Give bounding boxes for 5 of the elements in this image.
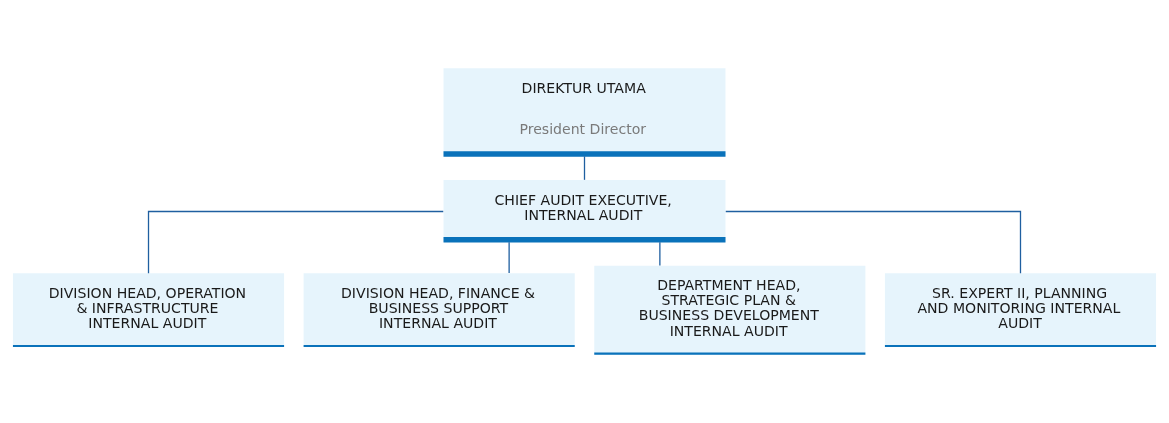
- connector: [583, 155, 586, 181]
- connector: [659, 241, 661, 267]
- connector: [725, 210, 1022, 274]
- connector: [508, 241, 510, 274]
- connector: [147, 210, 444, 274]
